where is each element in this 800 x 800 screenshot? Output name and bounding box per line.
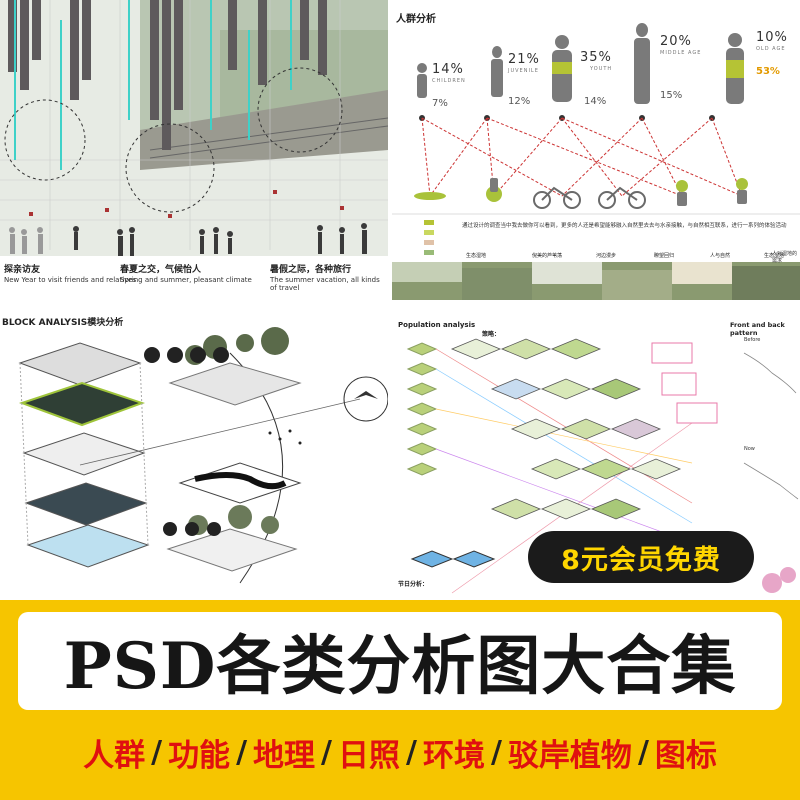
youth-pct: 35% xyxy=(580,50,612,65)
youth-label: YOUTH xyxy=(590,66,613,72)
old-age-figure-head xyxy=(728,33,742,47)
category-environment: 环境 xyxy=(422,737,485,774)
category-separator: / xyxy=(637,734,649,770)
caption-1-cn: 探亲访友 xyxy=(4,265,41,275)
juvenile-figure-body xyxy=(491,59,503,97)
category-crowd: 人群 xyxy=(83,737,146,774)
strip-label-5: 人与自然 xyxy=(710,253,731,259)
category-sunlight: 日照 xyxy=(338,737,400,774)
festival-analysis-label: 节日分析： xyxy=(398,581,429,588)
children-label: CHILDREN xyxy=(432,78,466,84)
strip-label-2: 倪美的芦苇荡 xyxy=(532,253,563,259)
youth-figure-body xyxy=(552,50,572,102)
category-icons: 图标 xyxy=(654,737,717,774)
children-sub: 7% xyxy=(432,98,448,109)
old-age-sub: 53% xyxy=(756,66,780,77)
banner-title-box: PSD各类分析图大合集 xyxy=(18,612,782,710)
category-function: 功能 xyxy=(168,737,231,774)
strip-label-6: 生态湿地 xyxy=(764,253,785,259)
category-separator: / xyxy=(151,734,163,770)
category-separator: / xyxy=(490,734,502,770)
crowd-note: 通过设计的调查当中我去做你可以看到，更多的人还是希望能够融入自然里去去与水亲接触… xyxy=(462,223,787,229)
caption-1-en: New Year to visit friends and relatives xyxy=(4,276,137,284)
old-age-pct: 10% xyxy=(756,30,788,45)
youth-sub: 14% xyxy=(584,96,607,107)
block-analysis-title: BLOCK ANALYSIS模块分析 xyxy=(2,318,124,328)
old-age-label: OLD AGE xyxy=(756,46,786,52)
promo-text: 8元会员免费 xyxy=(561,544,721,576)
wetland-demand-label: 人对湿地的需求 xyxy=(772,251,798,264)
child-figure-head xyxy=(417,63,427,73)
children-pct: 14% xyxy=(432,62,464,77)
juvenile-figure-head xyxy=(492,46,502,58)
banner-title: PSD各类分析图大合集 xyxy=(63,629,737,704)
juvenile-sub: 12% xyxy=(508,96,531,107)
category-separator: / xyxy=(406,734,417,770)
juvenile-pct: 21% xyxy=(508,52,540,67)
middle-age-pct: 20% xyxy=(660,34,692,49)
category-revetment-plants: 驳岸植物 xyxy=(507,737,632,774)
crowd-analysis-panel: 人群分析 xyxy=(392,0,800,300)
middle-age-sub: 15% xyxy=(660,90,683,101)
strip-label-4: 瞭望回归 xyxy=(654,253,675,259)
timeline-analysis-panel: 探亲访友 New Year to visit friends and relat… xyxy=(0,0,388,300)
category-separator: / xyxy=(321,734,332,770)
block-analysis-panel: BLOCK ANALYSIS模块分析 xyxy=(0,303,388,600)
crowd-diagram xyxy=(392,23,800,300)
middle-age-label: MIDDLE AGE xyxy=(660,50,702,56)
block-analysis-diagram xyxy=(18,327,388,584)
caption-2-cn: 春夏之交，气候怡人 xyxy=(120,265,202,275)
membership-promo-badge[interactable]: 8元会员免费 xyxy=(528,531,754,583)
strip-label-3: 河边漫步 xyxy=(596,253,617,259)
front-back-title: Front and back pattern xyxy=(730,321,785,337)
middle-age-figure-head xyxy=(636,23,648,37)
strip-label-1: 生态湿地 xyxy=(466,253,487,259)
middle-age-figure-body xyxy=(634,38,650,104)
crowd-panel-title: 人群分析 xyxy=(396,14,436,25)
child-figure-body xyxy=(417,74,427,98)
timeline-collage-graphic xyxy=(0,0,388,300)
caption-3-en: The summer vacation, all kinds of travel xyxy=(270,276,380,292)
before-label: Before xyxy=(744,337,761,343)
category-geography: 地理 xyxy=(253,737,316,774)
population-diagram xyxy=(406,338,799,594)
juvenile-label: JUVENILE xyxy=(508,68,539,74)
caption-3-cn: 暑假之际，各种旅行 xyxy=(270,265,352,275)
category-separator: / xyxy=(236,734,248,770)
now-label: Now xyxy=(744,446,755,452)
strategy-label: 策略： xyxy=(482,331,501,338)
youth-figure-head xyxy=(555,35,569,49)
caption-2-en: Spring and summer, pleasant climate xyxy=(120,276,252,284)
category-list: 人群 / 功能 / 地理 / 日照 / 环境 / 驳岸植物 / 图标 xyxy=(0,722,800,782)
population-title: Population analysis xyxy=(398,321,476,329)
